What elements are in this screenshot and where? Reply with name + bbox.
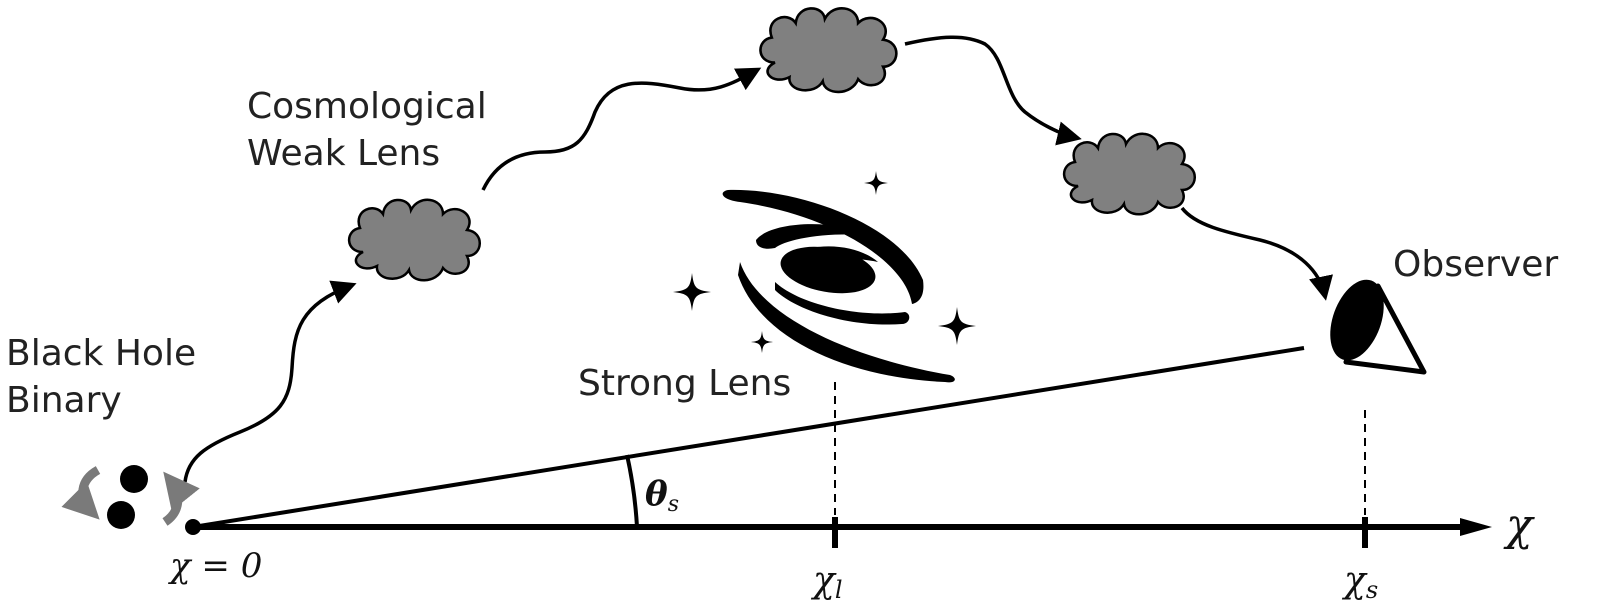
- weak-lens-cloud-3: [1062, 132, 1197, 216]
- star-icon: [938, 307, 976, 345]
- chi-axis-arrowhead: [1460, 518, 1492, 536]
- star-icon: [864, 171, 888, 195]
- black-hole-label-line1: Black Hole: [6, 333, 196, 374]
- origin-label: χ = 0: [168, 546, 262, 586]
- strong-lens-galaxy: [722, 189, 955, 383]
- weak-lens-cloud-1: [347, 198, 482, 282]
- weak-lens-cloud-2: [759, 6, 898, 94]
- axis-label: χ: [1503, 500, 1535, 551]
- strong-lens-label: Strong Lens: [578, 363, 791, 404]
- lens-position-label: χl: [810, 560, 843, 604]
- weak-lens-path-1: [183, 280, 357, 483]
- star-icon: [751, 331, 773, 353]
- star-icon: [673, 273, 711, 311]
- weak-lens-path-3: [904, 35, 1082, 146]
- angle-label: θs: [645, 474, 679, 517]
- black-hole-binary-icon: [61, 465, 200, 529]
- observer-label: Observer: [1393, 244, 1558, 285]
- weak-lens-path-2: [481, 67, 762, 191]
- weak-lens-label-line2: Weak Lens: [247, 133, 440, 174]
- source-position-label: χs: [1341, 560, 1378, 604]
- weak-lens-path-4: [1180, 206, 1333, 301]
- weak-lens-label-line1: Cosmological: [247, 86, 487, 127]
- angle-arc: [625, 454, 639, 528]
- line-of-sight: [192, 346, 1305, 529]
- observer-icon: [1330, 279, 1427, 375]
- black-hole-label-line2: Binary: [6, 380, 122, 421]
